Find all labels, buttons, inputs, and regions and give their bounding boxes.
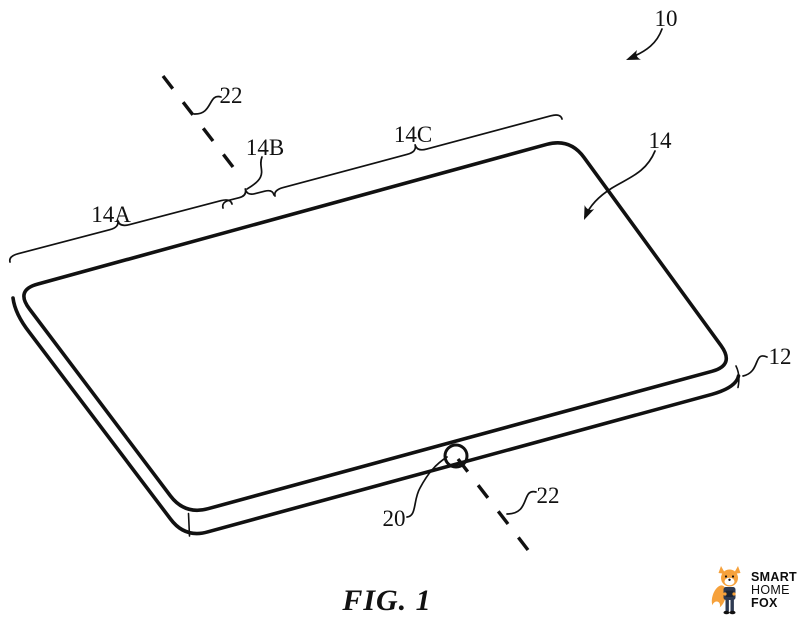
arrow-line-14 (584, 150, 656, 218)
hinge-axis-circle (443, 443, 469, 469)
logo-line-smart: SMART (751, 569, 797, 584)
label-10: 10 (655, 6, 678, 31)
logo-line-fox: FOX (751, 595, 778, 610)
leader-22-top (193, 95, 222, 115)
leader-20 (406, 456, 448, 518)
label-14: 14 (649, 128, 673, 153)
leader-22-bottom (506, 490, 537, 515)
label-12: 12 (769, 344, 792, 369)
logo-wordmark: SMART HOME FOX (751, 569, 797, 610)
label-22-top: 22 (220, 83, 243, 108)
smart-home-fox-logo: SMART HOME FOX (711, 564, 797, 616)
arrowhead-14 (584, 205, 595, 220)
label-14b: 14B (246, 135, 284, 160)
logo-line-home: HOME (751, 582, 790, 597)
figure-caption: FIG. 1 (341, 584, 431, 617)
brace-region-14a (8, 199, 233, 263)
label-22-bottom: 22 (537, 483, 560, 508)
brace-region-14c (273, 114, 563, 197)
label-14c: 14C (394, 122, 432, 147)
bottom-corner-edge-tick (187, 512, 191, 537)
label-20: 20 (383, 506, 406, 531)
arrowhead-10 (626, 50, 641, 60)
right-corner-edge-tick (735, 365, 740, 389)
brace-region-14b (221, 188, 275, 209)
leader-12 (742, 355, 768, 377)
device-top-surface (22, 140, 729, 513)
label-14a: 14A (91, 202, 131, 227)
fox-mascot-icon (711, 566, 741, 615)
leader-14b (246, 156, 263, 190)
device-bottom-outline (11, 296, 741, 536)
fold-axis-dashed-line-lower (456, 457, 530, 552)
